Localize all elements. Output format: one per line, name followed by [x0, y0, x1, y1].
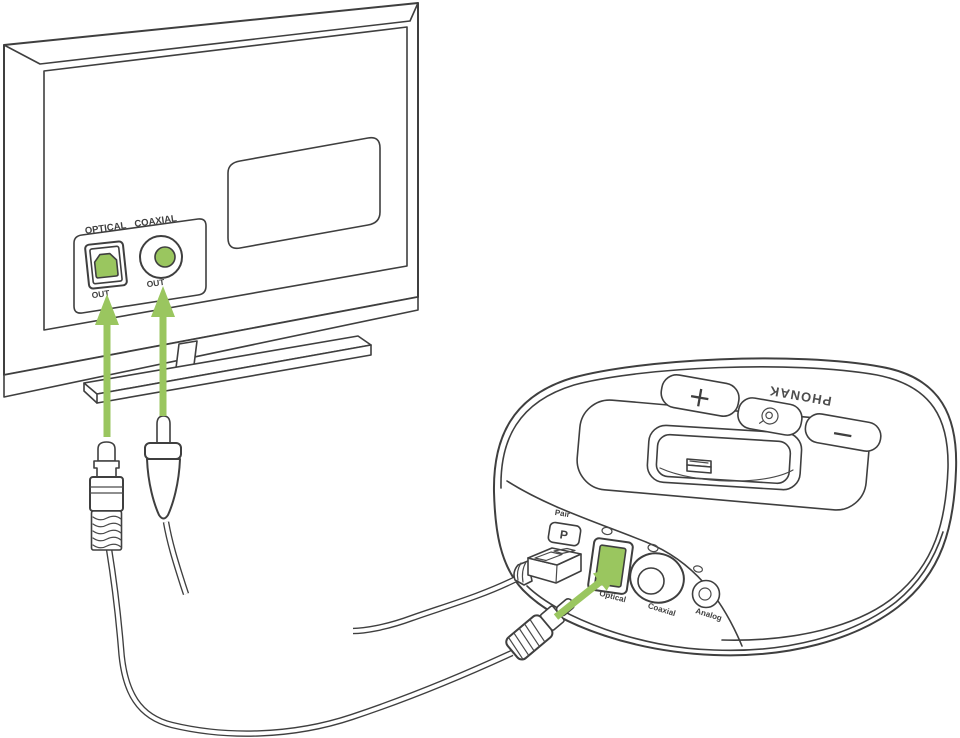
dock-recess — [646, 424, 803, 491]
tv-coaxial-out-label: OUT — [146, 277, 166, 290]
coaxial-cable — [166, 522, 186, 594]
stream-button — [737, 397, 803, 436]
tv-optical-port — [84, 240, 128, 290]
tv: OPTICAL COAXIAL OUT OUT — [3, 2, 419, 404]
volume-down-label: − — [828, 416, 857, 453]
power-plug — [513, 547, 582, 586]
optical-cable — [109, 549, 512, 734]
pair-button: P — [547, 521, 582, 547]
dock-connector-icon — [686, 458, 712, 474]
device-optical-arrow-icon — [553, 564, 622, 620]
coaxial-up-arrow-icon — [151, 286, 175, 416]
tv-top-bevel — [3, 2, 419, 65]
face-notch-icon — [692, 565, 704, 573]
face-notch-icon — [601, 526, 613, 536]
pair-label: Pair — [554, 508, 570, 519]
toslink-plug — [89, 441, 124, 551]
device-coaxial-port — [629, 552, 685, 604]
volume-down-button: − — [804, 413, 882, 453]
optical-up-arrow-icon — [95, 294, 119, 437]
volume-up-button: + — [660, 374, 740, 417]
device-face-seam — [506, 480, 743, 647]
device-analog-port — [691, 579, 721, 609]
face-notch-icon — [647, 543, 659, 553]
rca-plug — [144, 415, 182, 520]
tv-inner-panel — [43, 26, 408, 331]
stream-icon — [758, 407, 779, 425]
rca-socket-icon — [154, 246, 176, 268]
device-base-seam — [526, 531, 944, 652]
toslink-socket-icon — [93, 252, 119, 279]
power-cable — [353, 579, 516, 631]
tv-ports-panel-outline — [73, 218, 207, 314]
device-edge-highlight — [500, 366, 949, 641]
volume-up-label: + — [685, 379, 714, 416]
tv-vent-recess — [227, 136, 381, 250]
tv-coaxial-port — [139, 235, 183, 279]
pair-button-label: P — [559, 527, 569, 542]
